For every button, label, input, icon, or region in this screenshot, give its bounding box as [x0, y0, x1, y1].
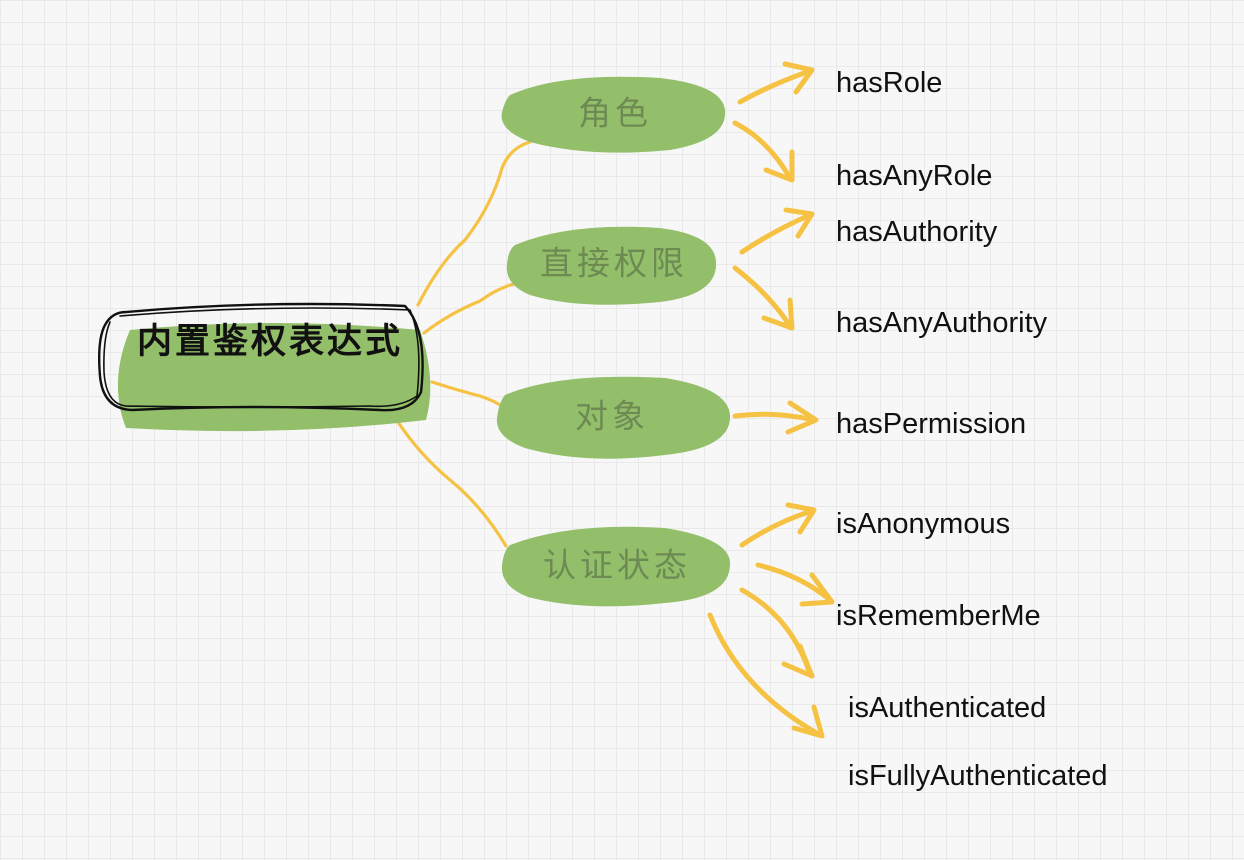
root-node: 内置鉴权表达式: [97, 302, 431, 432]
branch-node-object: 对象: [496, 376, 731, 459]
arrow-auth-status-isAnonymous: [739, 502, 817, 548]
leaf-isFullyAuthenticated: isFullyAuthenticated: [848, 760, 1108, 792]
leaf-hasRole: hasRole: [836, 67, 942, 99]
branch-node-object-fill: [496, 376, 731, 459]
leaf-hasAnyAuthority: hasAnyAuthority: [836, 307, 1048, 339]
arrow-roles-hasRole: [737, 61, 815, 105]
leaf-labels: hasRole hasAnyRole hasAuthority hasAnyAu…: [836, 67, 1108, 792]
leaf-isRememberMe: isRememberMe: [836, 600, 1041, 632]
leaf-hasAnyRole: hasAnyRole: [836, 160, 992, 192]
root-node-label: 内置鉴权表达式: [137, 322, 403, 362]
arrow-auth-status-isFullyAuthenticated: [707, 612, 825, 739]
connector-root-object: [430, 380, 505, 409]
arrow-roles-hasAnyRole: [732, 120, 795, 183]
branch-node-authorities: 直接权限: [506, 226, 717, 305]
leaf-arrows: [707, 61, 835, 739]
leaf-hasPermission: hasPermission: [836, 408, 1026, 440]
arrow-authorities-hasAnyAuthority: [732, 265, 795, 331]
branch-node-auth-status-label: 认证状态: [543, 546, 691, 585]
branch-node-authorities-fill: [506, 226, 717, 305]
root-connectors: [396, 140, 532, 548]
arrow-auth-status-isRememberMe: [755, 562, 835, 607]
connector-root-roles: [416, 140, 532, 307]
leaf-isAnonymous: isAnonymous: [836, 508, 1010, 540]
branch-node-roles: 角色: [501, 76, 726, 153]
connector-root-authorities: [422, 280, 524, 335]
connector-root-auth-status: [396, 420, 508, 548]
branch-node-auth-status-fill: [501, 526, 731, 607]
arrow-auth-status-isAuthenticated: [739, 587, 815, 679]
branch-node-object-label: 对象: [575, 397, 649, 436]
arrow-authorities-hasAuthority: [739, 207, 815, 255]
branch-node-authorities-label: 直接权限: [540, 244, 688, 283]
root-node-outline: [97, 302, 424, 412]
branch-node-auth-status: 认证状态: [501, 526, 731, 607]
root-node-fill: [117, 323, 431, 432]
leaf-isAuthenticated: isAuthenticated: [848, 692, 1046, 724]
branch-node-roles-fill: [501, 76, 726, 153]
root-node-outline-sketch: [103, 307, 420, 408]
branch-node-roles-label: 角色: [578, 94, 652, 133]
leaf-hasAuthority: hasAuthority: [836, 216, 998, 248]
arrow-object-hasPermission: [732, 400, 819, 435]
